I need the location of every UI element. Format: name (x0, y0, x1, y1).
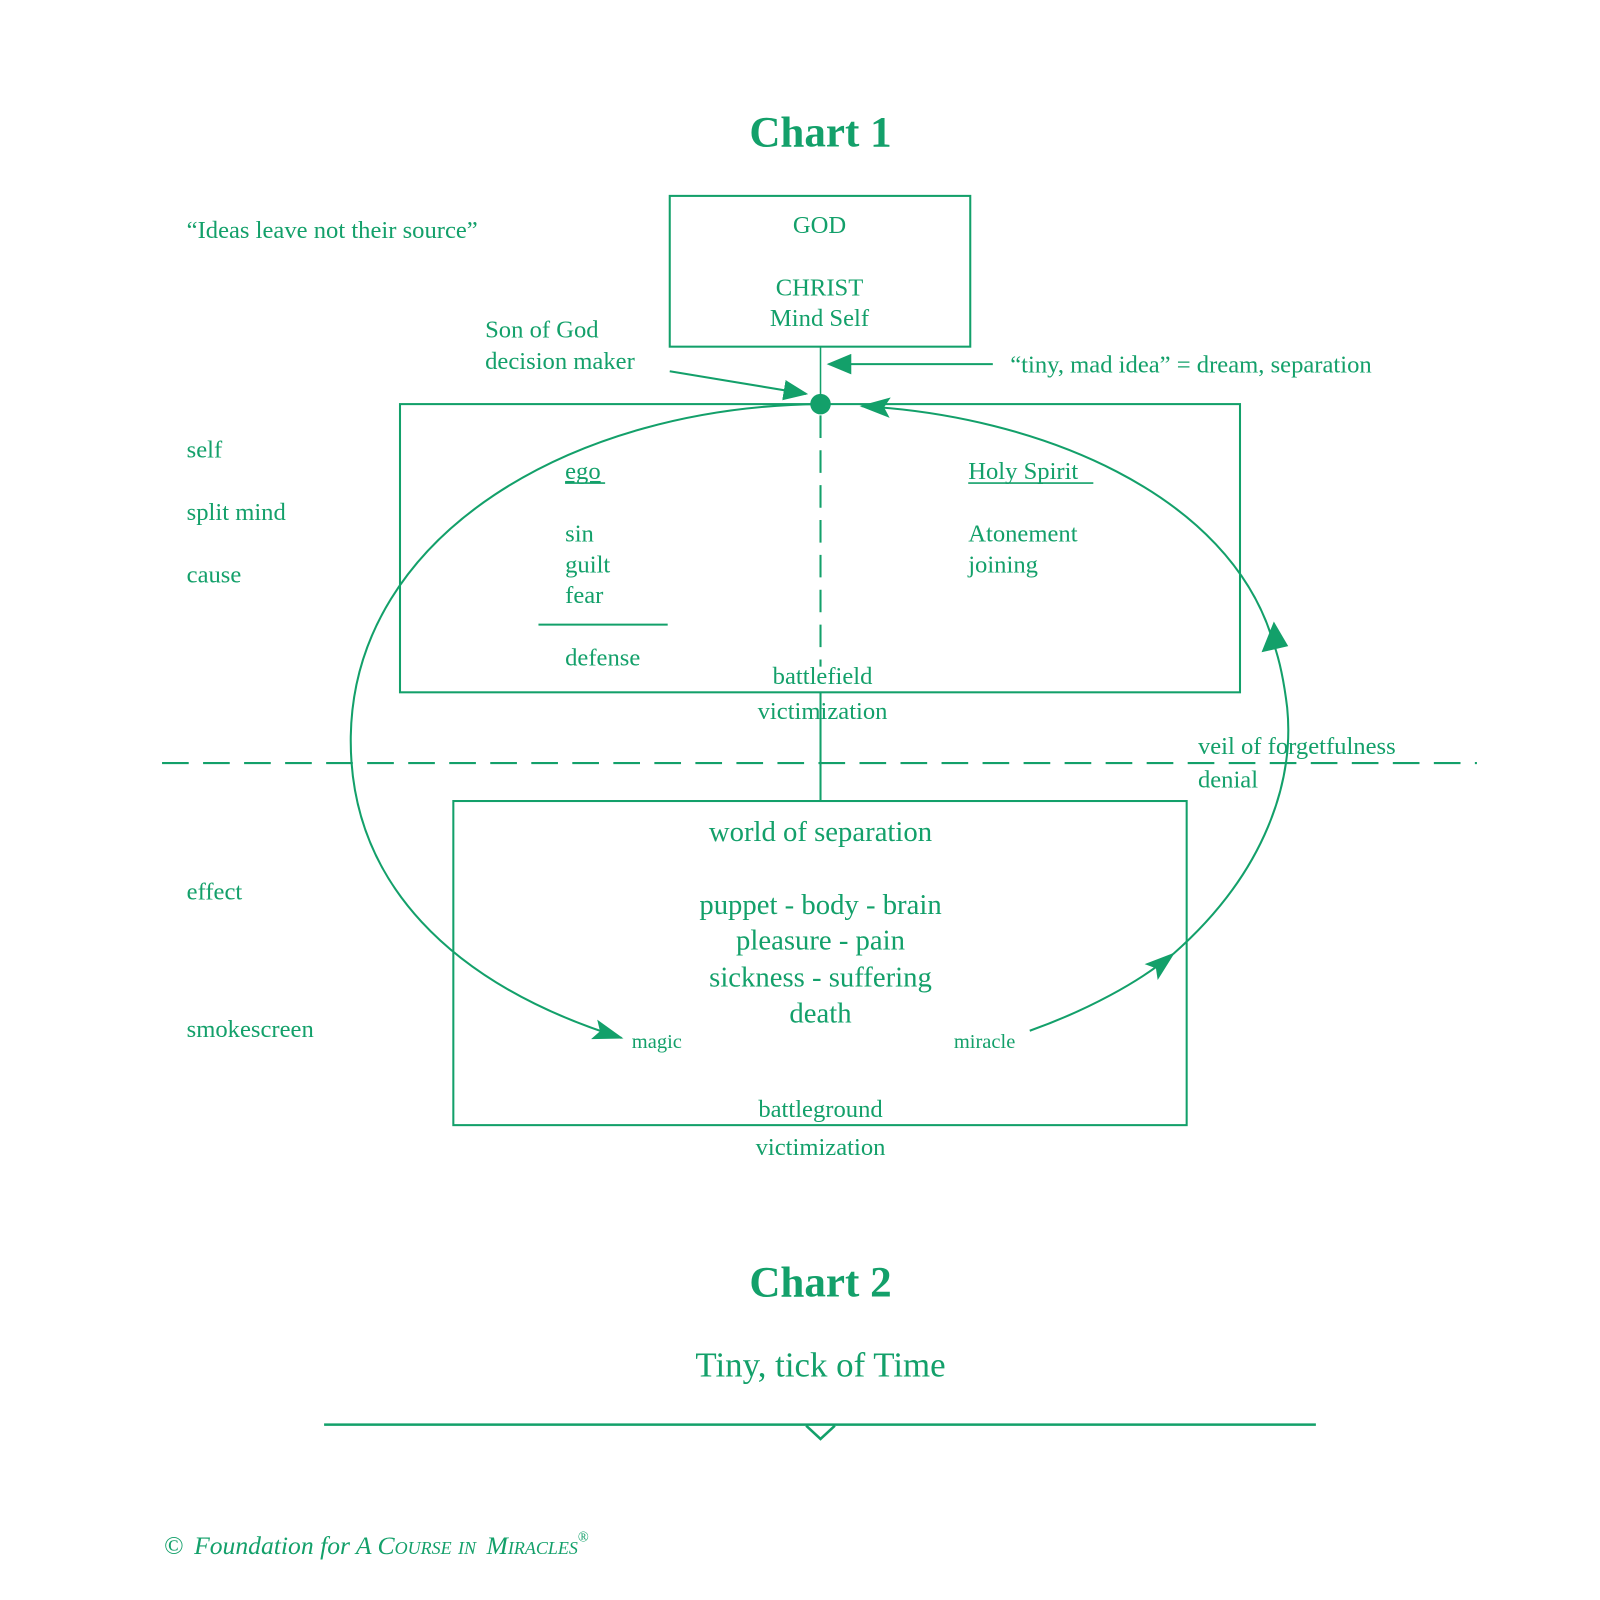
split-mind-box (398, 403, 1242, 694)
magic-label: magic (632, 1031, 682, 1053)
world-heading: world of separation (709, 816, 932, 848)
footer-miracles: Miracles (486, 1531, 578, 1560)
mind-victimization-label: victimization (758, 698, 888, 725)
magic-arc (349, 403, 821, 1040)
split-mind-label: split mind (187, 499, 286, 526)
christ-label: CHRIST (776, 274, 864, 301)
registered-mark: ® (578, 1530, 589, 1546)
god-label: GOD (793, 212, 846, 239)
decision-maker-label: decision maker (485, 348, 635, 375)
world-item-puppet: puppet - body - brain (699, 889, 941, 921)
ego-heading: ego (565, 458, 601, 485)
chart2-title: Chart 2 (749, 1259, 891, 1306)
holy-spirit-item-atonement: Atonement (968, 521, 1078, 548)
self-label: self (187, 436, 223, 463)
world-box (452, 799, 1188, 1127)
decision-maker-arrow (669, 370, 809, 401)
chart1-title: Chart 1 (749, 110, 891, 157)
miracle-arc-upper (1172, 643, 1290, 955)
holy-spirit-heading: Holy Spirit (968, 458, 1078, 485)
holy-spirit-item-joining: joining (967, 551, 1038, 578)
smokescreen-label: smokescreen (187, 1016, 314, 1043)
world-item-pleasure: pleasure - pain (736, 925, 905, 957)
world-victimization-label: victimization (756, 1134, 886, 1161)
veil-label: veil of forgetfulness (1198, 733, 1396, 760)
son-of-god-label: Son of God (485, 316, 598, 343)
battlefield-label: battlefield (773, 663, 873, 690)
miracle-arc-arrowhead (1261, 621, 1289, 653)
ego-defense: defense (565, 645, 640, 672)
ego-item-guilt: guilt (565, 551, 610, 578)
world-item-sickness: sickness - suffering (709, 962, 932, 994)
effect-label: effect (187, 878, 243, 905)
footer-course: Course in (378, 1531, 483, 1560)
mind-self-label: Mind Self (770, 305, 870, 332)
copyright-footer: © Foundation for A Course in Miracles® (164, 1530, 589, 1560)
tiny-mad-idea-label: “tiny, mad idea” = dream, separation (1010, 351, 1371, 378)
ego-item-sin: sin (565, 521, 594, 548)
tick-marker-icon (805, 1424, 836, 1441)
battleground-label: battleground (758, 1096, 882, 1123)
ego-item-fear: fear (565, 582, 603, 609)
denial-label: denial (1198, 767, 1258, 794)
chart2-subtitle: Tiny, tick of Time (695, 1345, 945, 1384)
copyright-symbol: © (164, 1531, 183, 1560)
miracle-arc-lower (1029, 952, 1175, 1032)
footer-prefix: Foundation for A (193, 1531, 377, 1560)
quote-text: “Ideas leave not their source” (187, 217, 478, 244)
cause-label: cause (187, 562, 242, 589)
miracle-label: miracle (954, 1031, 1015, 1053)
miracle-arc-top (859, 397, 1275, 645)
world-item-death: death (789, 998, 851, 1030)
